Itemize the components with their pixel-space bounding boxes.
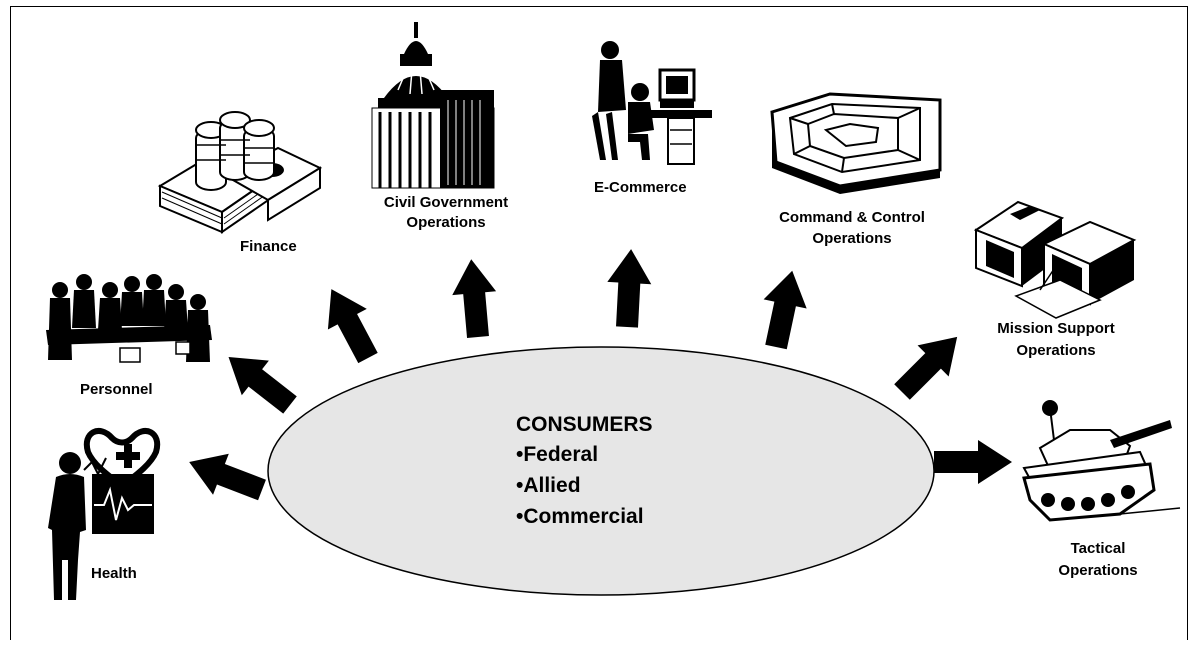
arrow-to-ecommerce [605,247,654,329]
consumer-item-commercial: •Commercial [516,505,644,528]
computer-user-icon [592,41,712,165]
civil-label-line1: Civil Government [384,194,508,211]
tank-icon [1022,400,1181,522]
meeting-people-icon [46,272,214,368]
arrow-to-health [181,441,270,511]
capitol-building-icon [371,22,495,189]
computer-terminals-icon [973,200,1137,319]
money-stack-icon [157,111,323,234]
command-label-line2: Operations [812,230,891,247]
health-label: Health [91,565,137,582]
arrow-to-finance [311,278,388,369]
command-label-line1: Command & Control [779,209,925,226]
civil-label-line2: Operations [406,214,485,231]
arrow-to-command [754,266,814,352]
tactical-label-line1: Tactical [1071,540,1126,557]
consumers-title: CONSUMERS [516,413,653,436]
consumer-item-federal: •Federal [516,443,598,466]
arrow-to-civil [449,257,500,339]
diagram-frame [10,6,1188,640]
health-heart-icon [48,428,161,600]
arrow-to-tactical [934,440,1012,484]
ellipse-shape [267,346,935,596]
pentagon-building-icon [770,92,942,194]
personnel-label: Personnel [80,381,153,398]
ecommerce-label: E-Commerce [594,179,687,196]
consumers-ellipse: CONSUMERS •Federal •Allied •Commercial [267,346,935,596]
arrow-to-mission [886,321,973,408]
mission-label-line1: Mission Support [997,320,1115,337]
mission-label-line2: Operations [1016,342,1095,359]
tactical-label-line2: Operations [1058,562,1137,579]
arrow-to-personnel [214,339,304,423]
consumer-item-allied: •Allied [516,474,581,497]
finance-label: Finance [240,238,297,255]
